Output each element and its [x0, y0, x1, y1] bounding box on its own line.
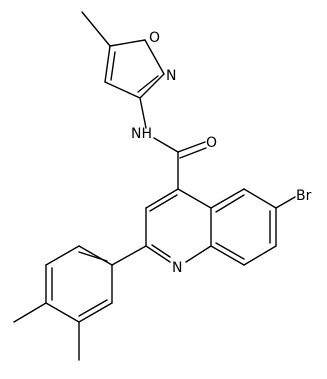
bond-c4a-c5 — [210, 188, 245, 209]
bond-ar2-ar3 — [45, 245, 80, 266]
atom-label-bromine: Br — [296, 188, 312, 204]
bond-c4-c5 — [104, 45, 111, 83]
bond-n2-c3 — [139, 73, 165, 99]
bond-ar4-ar5 — [45, 302, 80, 323]
bond-c6-br — [275, 196, 296, 209]
bond-c4-c3q-double — [149, 194, 178, 212]
methyl-bond-isoxazole — [81, 11, 111, 47]
bond-ar5-ar6 — [78, 302, 113, 323]
atom-label-amide-nh: NH — [131, 126, 152, 142]
bond-c4a-c5-double — [215, 194, 245, 213]
atom-label-carbonyl-oxygen: O — [206, 135, 217, 151]
bond-n1-c8a — [185, 245, 212, 263]
bond-ar1-ar2-double — [78, 251, 108, 262]
bond-c3-nh — [139, 97, 147, 129]
bond-ar1-ar2 — [78, 245, 113, 266]
bond-c2q-n1 — [145, 245, 171, 263]
atom-label-isoxazole-nitrogen: N — [166, 68, 176, 84]
bond-n2-c3-double — [137, 75, 159, 93]
methyl-bond-ar4 — [13, 302, 47, 323]
bond-c5-o1 — [109, 39, 146, 47]
bond-c4a-c4 — [177, 188, 212, 209]
bond-c2q-aryl — [111, 245, 147, 266]
bond-o1-n2 — [144, 39, 165, 75]
bond-c4-c3q — [145, 188, 179, 209]
atom-label-quinoline-nitrogen: N — [172, 260, 182, 276]
bond-carbonyl-o — [177, 141, 206, 153]
bond-carbonyl-o-double — [179, 147, 207, 159]
bond-nh-carbonyl — [153, 137, 179, 153]
atom-label-isoxazole-oxygen: O — [149, 30, 160, 46]
bond-c8-c8a — [210, 245, 245, 266]
bond-c2q-n1-double — [151, 244, 171, 258]
bond-c5-c6 — [243, 188, 277, 209]
bond-ar5-ar6-double — [78, 299, 108, 317]
bond-c3-c4 — [104, 81, 141, 99]
bond-c8-c8a-double — [215, 242, 245, 260]
bond-c7-c8 — [243, 245, 277, 266]
bond-c4-c5-double — [110, 51, 116, 81]
